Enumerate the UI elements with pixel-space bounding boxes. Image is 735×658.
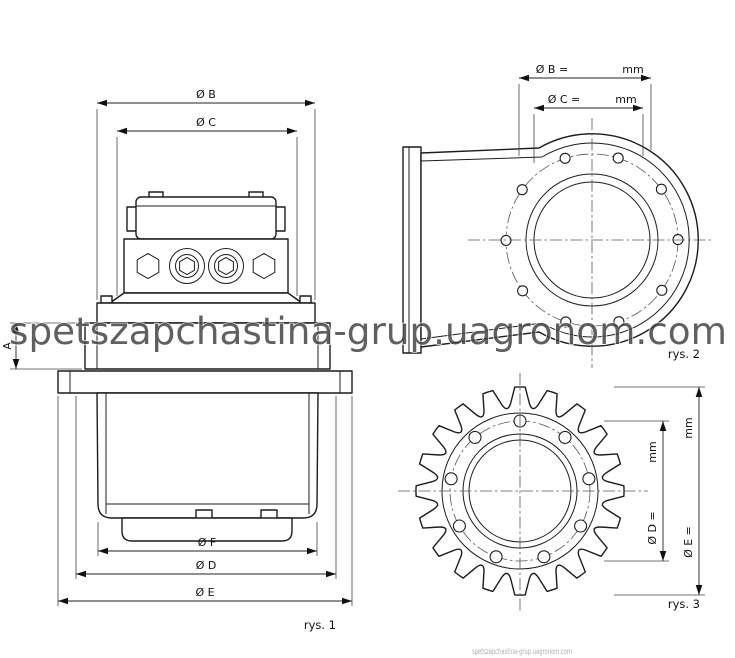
shoulder xyxy=(109,292,303,304)
fig3-sprocket: mm Ø D = mm Ø E = rys. 3 xyxy=(398,373,705,613)
bottom-cap xyxy=(121,517,293,542)
dim-label-ob: Ø B xyxy=(196,88,216,101)
watermark-text-small: spetszapchastina-grup.uagronom.com xyxy=(472,647,572,656)
flange-bolt-left xyxy=(100,295,113,304)
fig1-front-view: Ø B Ø C A Ø F Ø D Ø E rys. 1 xyxy=(1,88,353,632)
mounting-ring xyxy=(84,322,331,370)
fig2-side-view: Ø B = mm Ø C = mm rys. 2 xyxy=(402,63,714,368)
dim-label-of: Ø F xyxy=(198,536,216,549)
dim-label-od-eq: Ø D = xyxy=(646,511,659,544)
watermark-text: spetszapchastina-grup.uagronom.com xyxy=(9,310,727,353)
fig1-dimensions: Ø B Ø C A Ø F Ø D Ø E xyxy=(1,88,353,606)
valve-block xyxy=(123,238,289,294)
fig3-dimensions: mm Ø D = mm Ø E = xyxy=(604,386,705,596)
flange-bolt-right xyxy=(299,295,312,304)
fig3-caption: rys. 3 xyxy=(668,597,700,611)
hex-plug-left xyxy=(136,252,160,280)
fig3-bolt-holes xyxy=(444,414,596,564)
fig2-caption: rys. 2 xyxy=(668,347,700,361)
fig2-bolt-holes xyxy=(500,152,684,328)
dim-label-oc: Ø C xyxy=(196,116,216,129)
dim-label-oc-eq: Ø C = xyxy=(548,93,581,106)
top-cap xyxy=(135,196,277,240)
dim-unit-ob: mm xyxy=(622,63,643,76)
hex-plug-right xyxy=(252,252,276,280)
dim-label-a: A xyxy=(1,342,14,350)
dim-unit-oc: mm xyxy=(615,93,636,106)
dim-unit-od: mm xyxy=(646,441,659,462)
drum-body xyxy=(96,392,319,519)
fig2-dimensions: Ø B = mm Ø C = mm xyxy=(518,63,652,163)
port-left xyxy=(169,248,205,284)
dim-label-ob-eq: Ø B = xyxy=(536,63,568,76)
dim-label-oe-eq: Ø E = xyxy=(682,526,695,558)
fig1-caption: rys. 1 xyxy=(304,618,336,632)
wide-flange xyxy=(57,370,353,394)
dim-label-oe: Ø E xyxy=(195,586,214,599)
dim-unit-oe: mm xyxy=(682,417,695,438)
dim-label-od: Ø D xyxy=(196,559,217,572)
port-right xyxy=(208,248,244,284)
